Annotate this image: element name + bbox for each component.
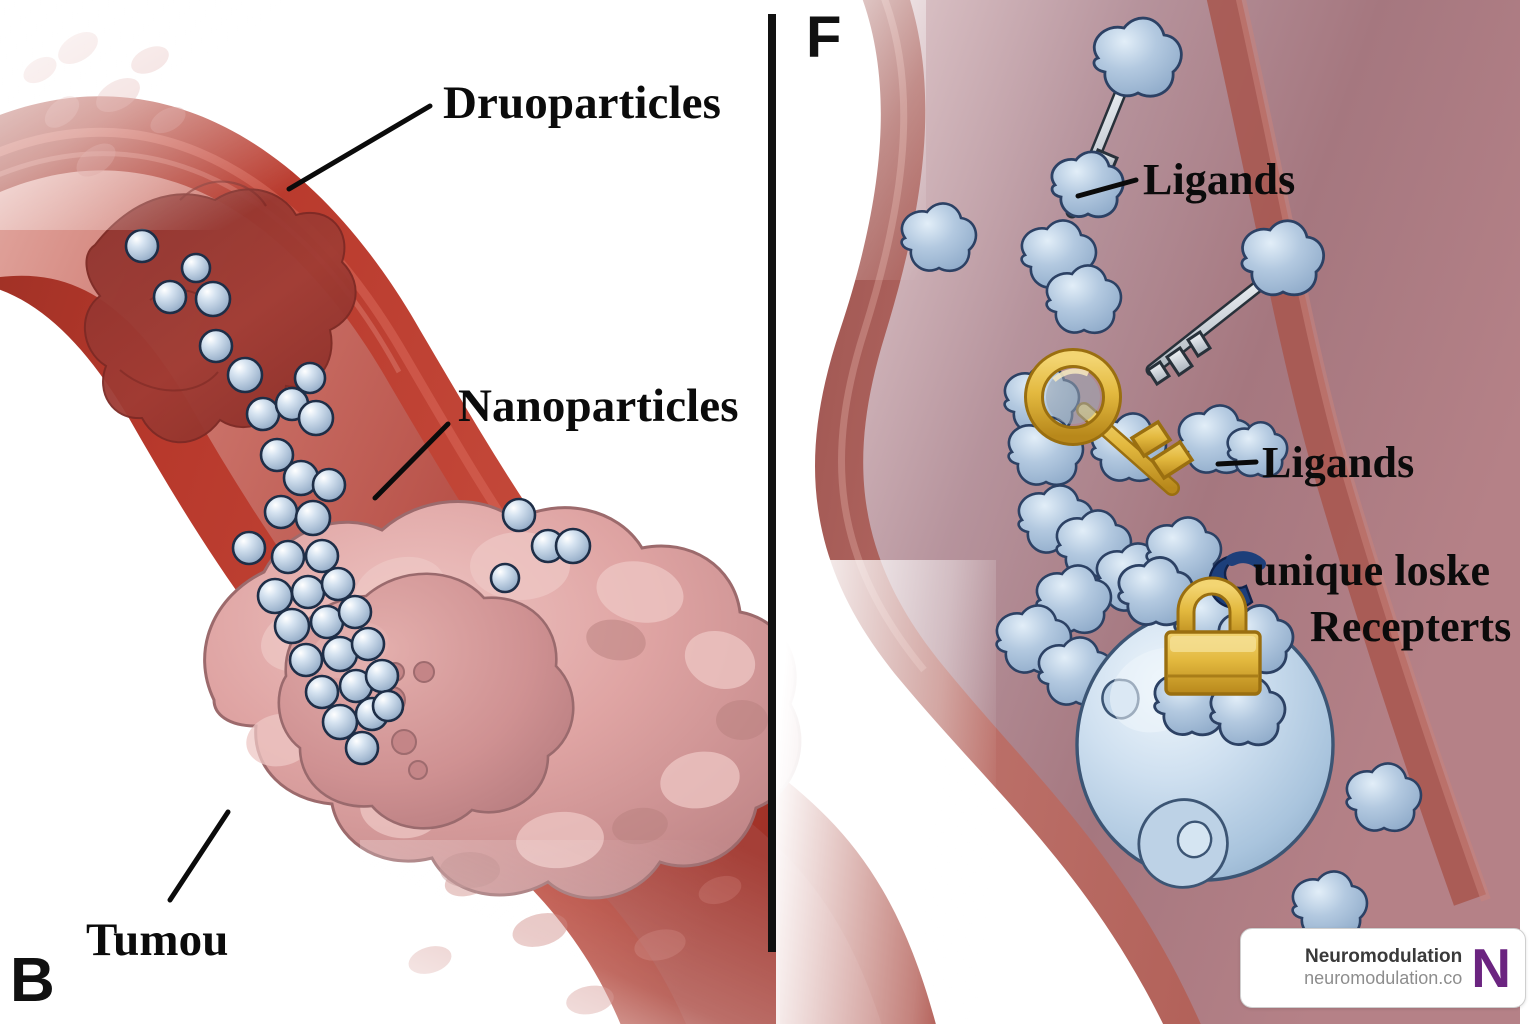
label-nanoparticles: Nanoparticles — [458, 380, 739, 432]
ligand-blob-key-top — [1092, 16, 1183, 98]
watermark-logo-n: N — [1471, 936, 1511, 999]
label-drug-particles: Druoparticles — [443, 77, 722, 129]
cell-nucleolus — [1176, 820, 1213, 859]
leader-lines-left — [167, 103, 451, 903]
watermark-text: Neuromodulation neuromodulation.co — [1304, 946, 1462, 989]
silver-key-mid — [1145, 219, 1326, 387]
label-ligands-top: Ligands — [1143, 155, 1296, 204]
label-tumor: Tumou — [86, 914, 229, 966]
panel-label-f: F — [806, 5, 842, 70]
ligands-top-leader-line — [1075, 177, 1139, 199]
label-receptors-line2: Recepterts — [1310, 602, 1512, 651]
label-ligands-mid: Ligands — [1262, 438, 1415, 487]
nano-leader-line — [372, 421, 451, 501]
leader-lines-right — [1075, 177, 1259, 467]
watermark-title: Neuromodulation — [1304, 946, 1463, 968]
padlock-icon — [1164, 576, 1262, 696]
watermark-badge[interactable]: Neuromodulation neuromodulation.co N — [1240, 928, 1526, 1008]
tumor-leader-line — [167, 809, 231, 903]
nanoparticles-left — [124, 228, 592, 766]
gold-key — [1024, 348, 1195, 496]
panel-label-b: B — [10, 946, 55, 1015]
ligand-blob-key-mid — [1240, 219, 1326, 297]
watermark-url: neuromodulation.co — [1304, 968, 1463, 989]
ligand-blob-key-top-2 — [1050, 150, 1125, 219]
label-receptors-line1: unique loske — [1253, 546, 1491, 595]
drug-leader-line — [286, 103, 433, 192]
silver-key-top — [1050, 16, 1183, 219]
ligands-mid-leader-line — [1215, 459, 1259, 467]
